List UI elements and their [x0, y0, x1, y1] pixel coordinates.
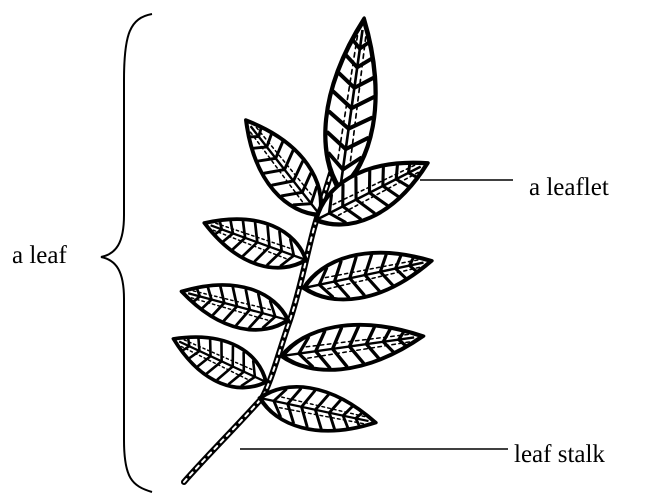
label-leaf: a leaf — [12, 243, 67, 268]
brace — [101, 14, 152, 492]
leaflet-mid-right — [300, 240, 436, 309]
leaflet-bottom-right — [256, 378, 380, 442]
leaflet-mid-left — [197, 204, 313, 280]
label-leaflet: a leaflet — [529, 175, 609, 200]
leaflet-lower-left — [176, 272, 293, 340]
leaflet-lower-right — [279, 315, 426, 377]
leaflet-bottom-left — [165, 320, 275, 400]
label-leaf-stalk: leaf stalk — [514, 442, 605, 467]
